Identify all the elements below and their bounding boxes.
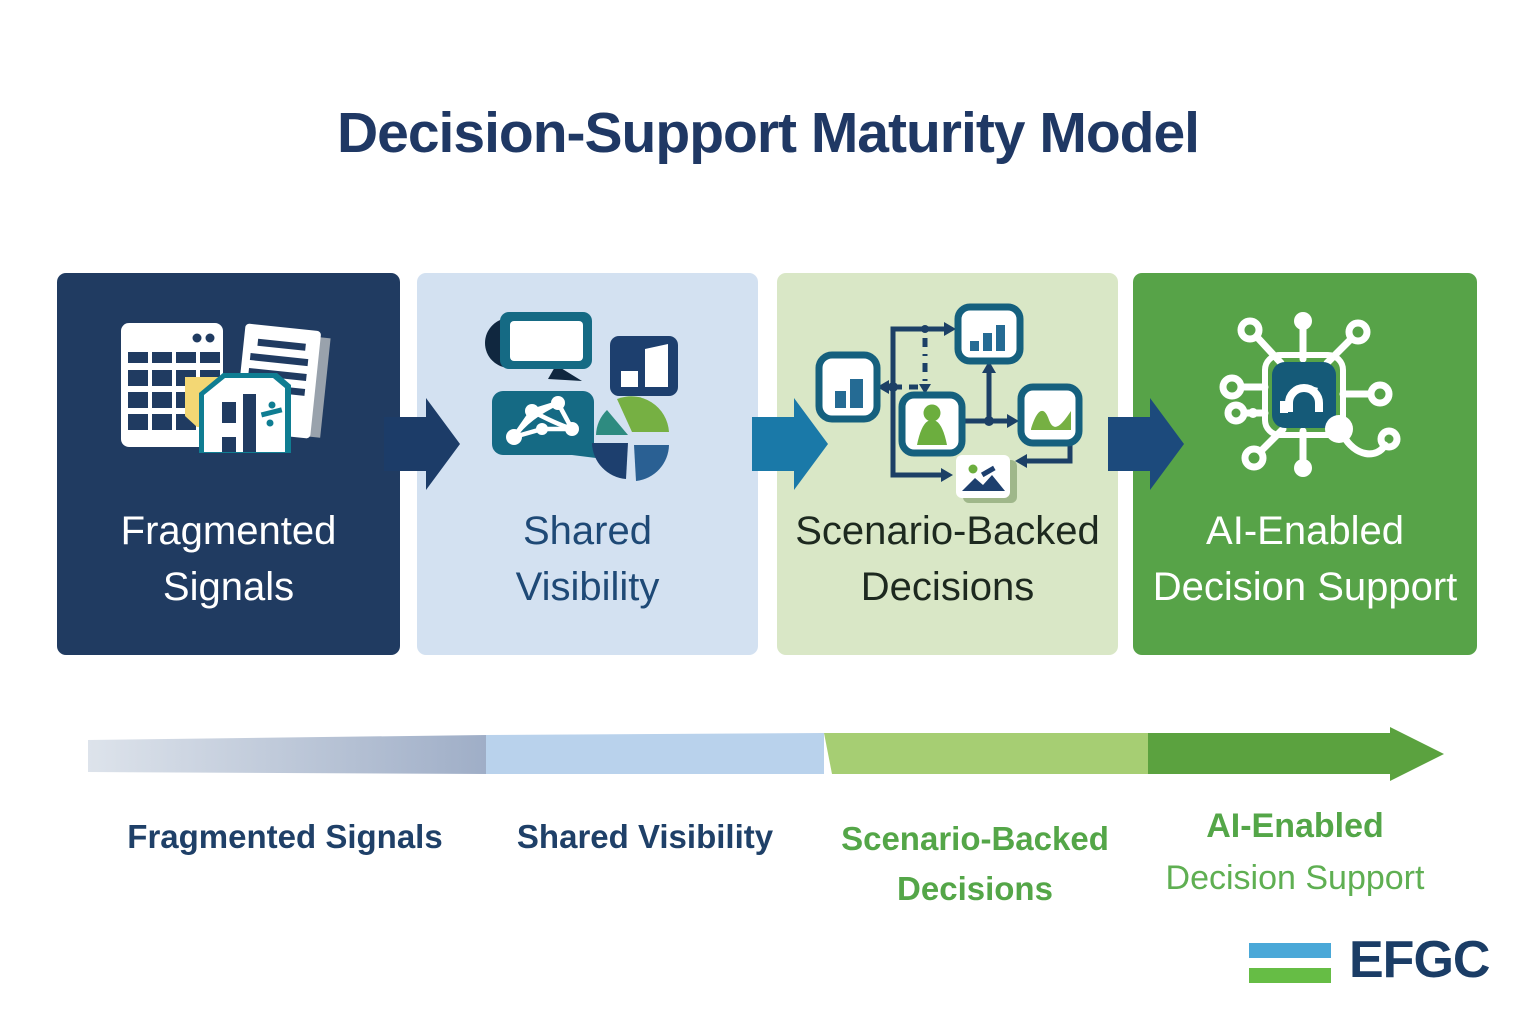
logo-text: EFGC <box>1349 931 1490 989</box>
stage-card-fragmented-signals: Fragmented Signals <box>57 273 400 655</box>
right-arrow-icon <box>752 398 828 490</box>
right-arrow-icon <box>1108 398 1184 490</box>
logo-bars-icon <box>1249 943 1331 983</box>
stage-label: Scenario-Backed Decisions <box>795 509 1100 609</box>
axis-label-fragmented-signals: Fragmented Signals <box>127 818 443 855</box>
maturity-progress-arrow <box>88 727 1444 781</box>
chat-network-charts-icon <box>484 312 678 481</box>
stage-card-scenario-backed-decisions: Scenario-Backed Decisions <box>777 273 1118 655</box>
logo-bar-blue <box>1249 943 1331 958</box>
stage-label: Fragmented Signals <box>120 509 337 609</box>
axis-label-ai-enabled-decision-support: AI-Enabled Decision Support <box>1165 807 1425 897</box>
stage-label: Shared Visibility <box>515 509 660 609</box>
stage-card-shared-visibility: Shared Visibility <box>417 273 758 655</box>
right-arrow-icon <box>384 398 460 490</box>
page-title: Decision-Support Maturity Model <box>336 101 1200 165</box>
logo-bar-green <box>1249 968 1331 983</box>
axis-label-scenario-backed-decisions: Scenario-Backed Decisions <box>841 820 1109 907</box>
stage-card-ai-enabled-decision-support: AI-Enabled Decision Support <box>1133 273 1477 655</box>
scenario-flowchart-icon <box>815 303 1082 503</box>
fragmented-documents-spreadsheet-icon <box>120 323 331 453</box>
stage-label: AI-Enabled Decision Support <box>1152 509 1458 609</box>
efgc-logo: EFGC <box>1249 930 1490 990</box>
ai-chip-circuit-icon <box>1219 312 1401 477</box>
axis-label-shared-visibility: Shared Visibility <box>516 818 774 855</box>
